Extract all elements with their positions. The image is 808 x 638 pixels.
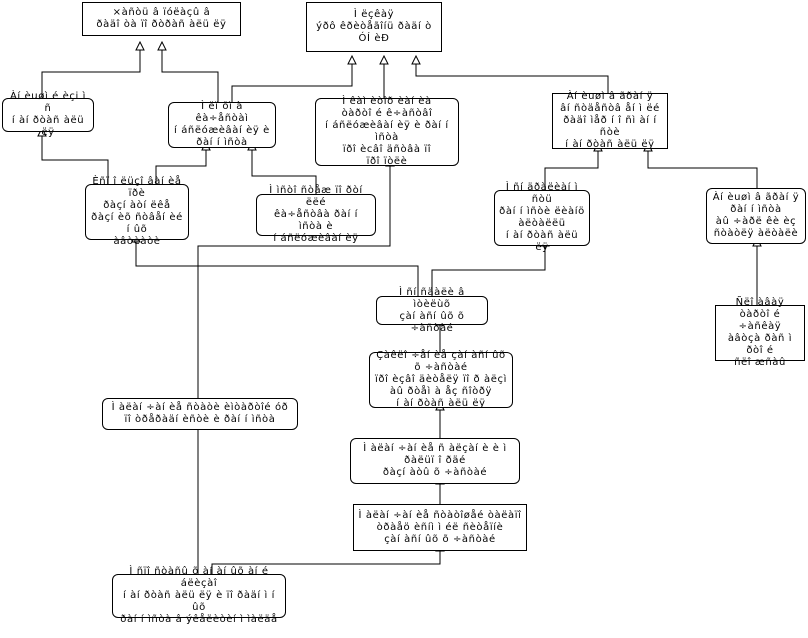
connector [42, 136, 109, 184]
connector [231, 64, 352, 102]
connector [162, 50, 219, 102]
connector [136, 242, 419, 296]
connector [211, 551, 440, 574]
connector [648, 151, 758, 188]
connector [431, 246, 545, 296]
connector [155, 150, 206, 184]
flow-diagram [0, 0, 808, 574]
connector [416, 64, 609, 93]
connector [544, 151, 598, 190]
connector [197, 166, 390, 398]
connector [252, 150, 317, 194]
connector [41, 50, 140, 98]
